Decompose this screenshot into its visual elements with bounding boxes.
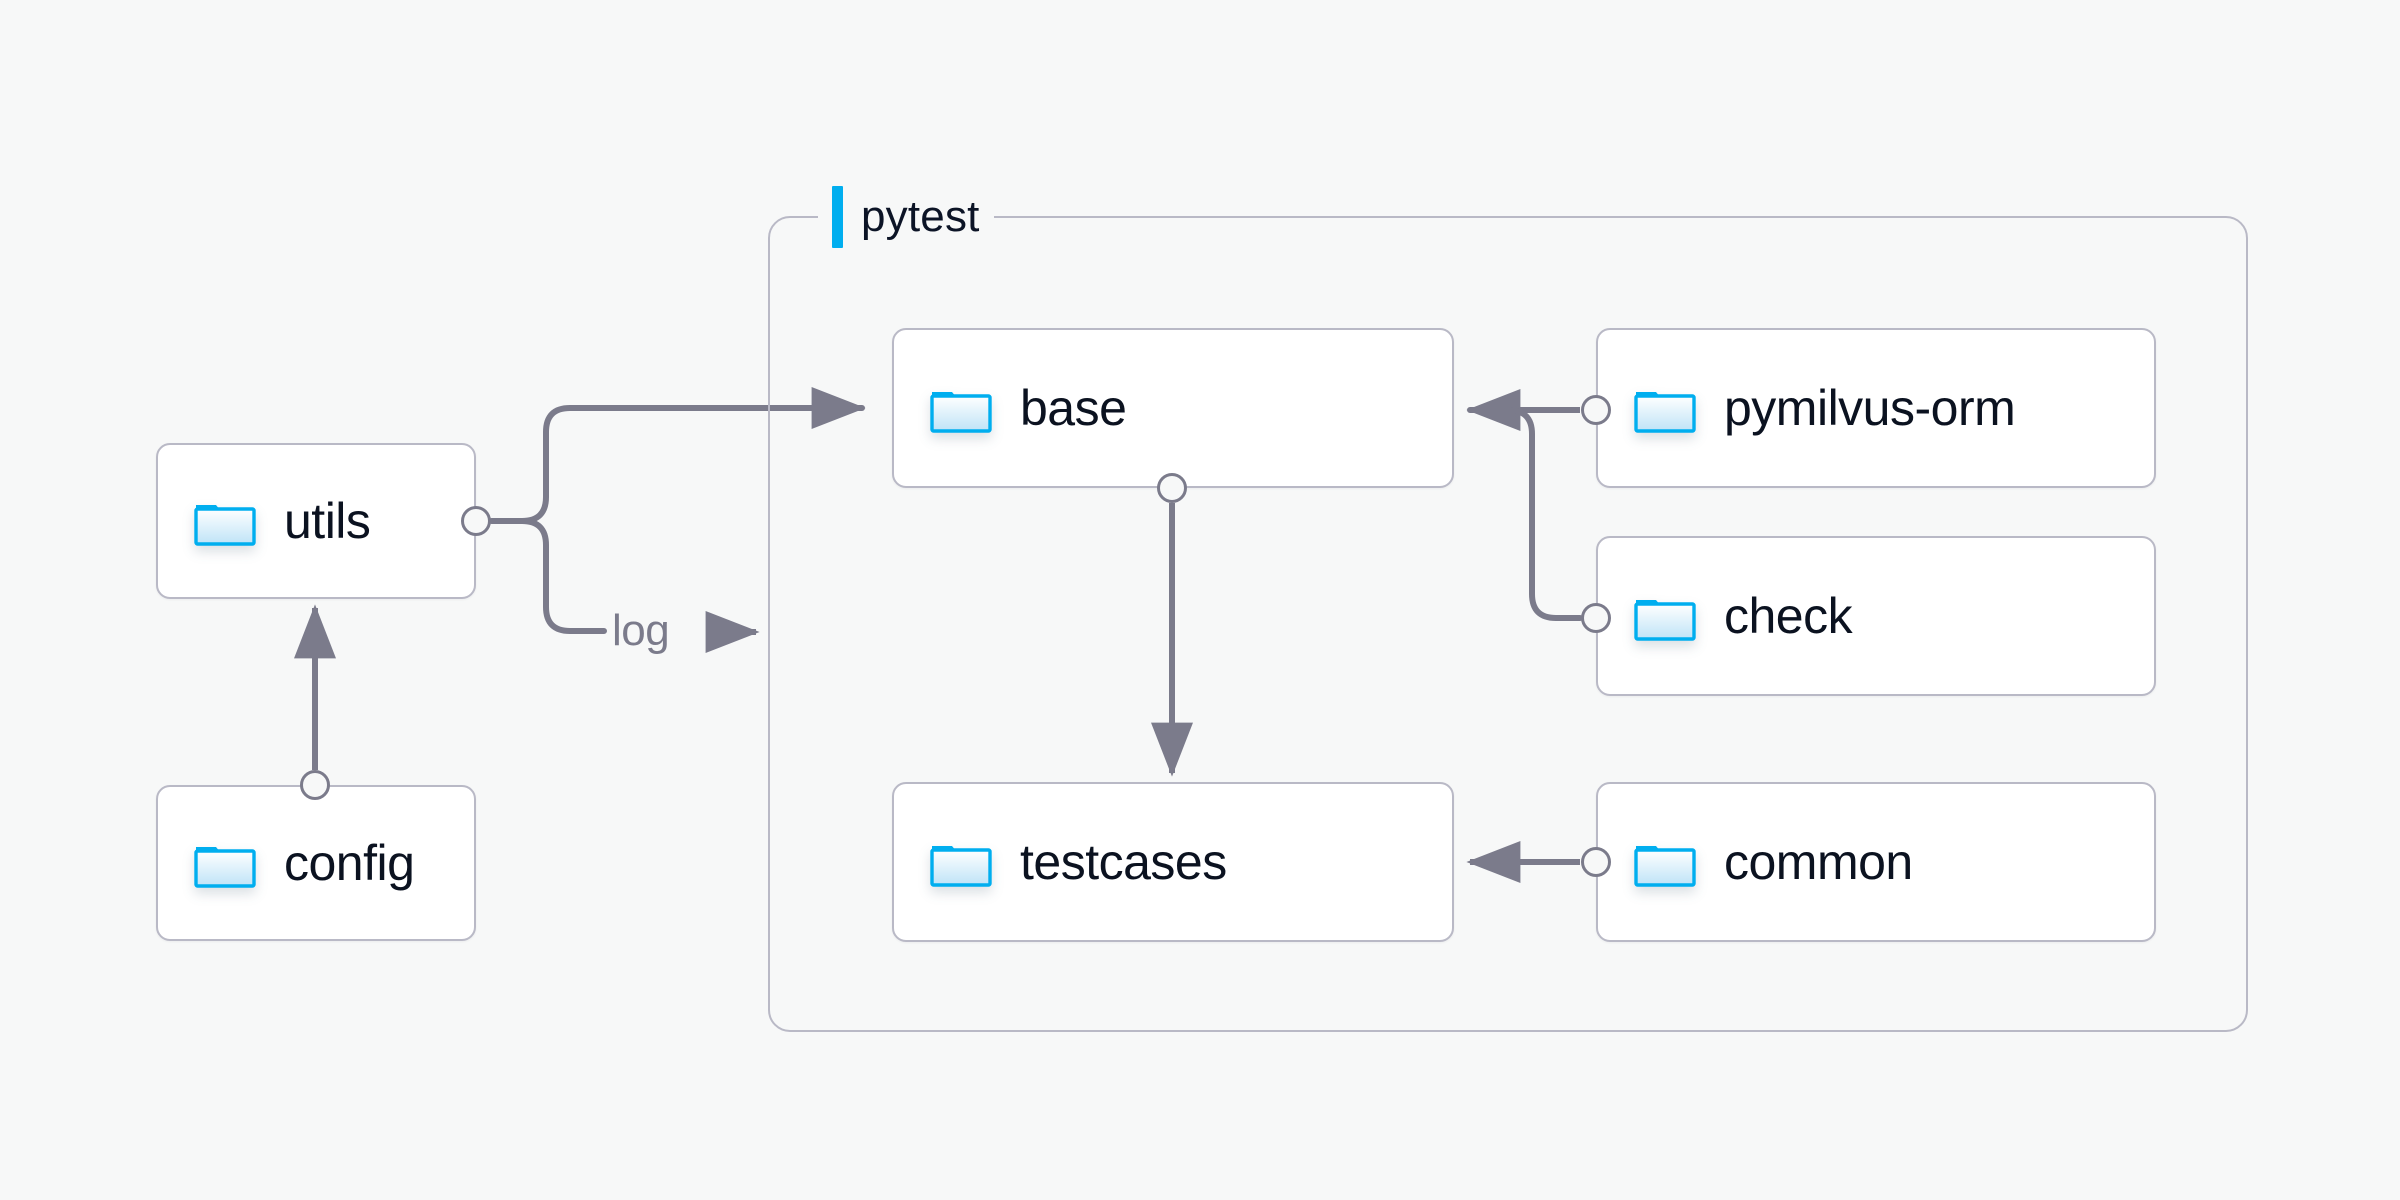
node-pymilvus-orm[interactable]: pymilvus-orm: [1596, 328, 2156, 488]
folder-icon: [1634, 837, 1696, 887]
edge-utils-log-stub: [489, 518, 607, 634]
port-check-left[interactable]: [1581, 603, 1611, 633]
node-utils-label: utils: [284, 493, 371, 549]
node-base-label: base: [1020, 380, 1127, 436]
folder-icon: [194, 496, 256, 546]
node-base[interactable]: base: [892, 328, 1454, 488]
node-pymilvus-orm-label: pymilvus-orm: [1724, 380, 2016, 436]
node-config[interactable]: config: [156, 785, 476, 941]
node-check[interactable]: check: [1596, 536, 2156, 696]
group-pytest-title: pytest: [861, 192, 980, 241]
node-common[interactable]: common: [1596, 782, 2156, 942]
node-check-label: check: [1724, 588, 1853, 644]
node-testcases[interactable]: testcases: [892, 782, 1454, 942]
node-utils[interactable]: utils: [156, 443, 476, 599]
port-base-bottom[interactable]: [1157, 473, 1187, 503]
edge-label-log: log: [612, 606, 670, 655]
folder-icon: [930, 837, 992, 887]
port-pymilvus-orm-left[interactable]: [1581, 395, 1611, 425]
node-config-label: config: [284, 835, 415, 891]
group-pytest: [768, 216, 2248, 1032]
port-config-top[interactable]: [300, 770, 330, 800]
port-common-left[interactable]: [1581, 847, 1611, 877]
group-accent-bar: [832, 186, 843, 248]
folder-icon: [1634, 383, 1696, 433]
group-pytest-label: pytest: [818, 182, 994, 252]
folder-icon: [194, 838, 256, 888]
node-testcases-label: testcases: [1020, 834, 1227, 890]
port-utils-right[interactable]: [461, 506, 491, 536]
folder-icon: [930, 383, 992, 433]
node-common-label: common: [1724, 834, 1913, 890]
folder-icon: [1634, 591, 1696, 641]
